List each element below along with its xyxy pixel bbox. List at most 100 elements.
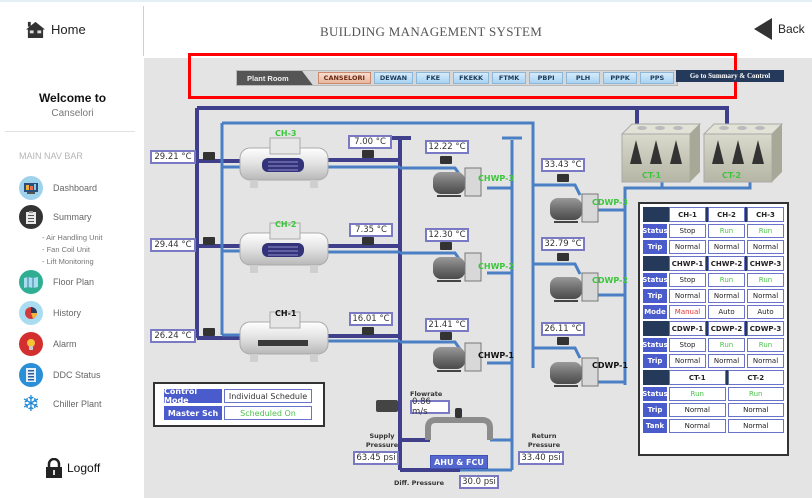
sidebar-item-label: History	[53, 308, 82, 318]
status-cell: Stop	[669, 224, 706, 238]
diff-pressure-value: 30.0 psi	[459, 475, 499, 489]
trip-cell: Normal	[747, 354, 784, 368]
top-header: Home BUILDING MANAGEMENT SYSTEM Back	[0, 0, 812, 58]
status-cell: Run	[708, 273, 745, 287]
sidebar-item-summary[interactable]: Summary	[19, 205, 92, 229]
cdwp2-temp: 32.79 °C	[541, 237, 585, 251]
back-label: Back	[778, 22, 805, 36]
sidebar-item-history[interactable]: History	[19, 301, 81, 325]
server-icon	[19, 363, 43, 387]
sidebar-item-alarm[interactable]: Alarm	[19, 332, 77, 356]
table-row: Trip Normal Normal	[643, 403, 784, 417]
status-cell: Stop	[669, 273, 706, 287]
row-key: Mode	[643, 305, 667, 319]
supply-pressure-label: Supply Pressure	[365, 432, 399, 449]
table-row: Trip Normal Normal Normal	[643, 354, 784, 368]
table-row: Status Run Run	[642, 387, 784, 401]
cdwp1-label: CDWP-1	[592, 361, 628, 370]
trip-cell: Normal	[669, 289, 706, 303]
chiller-ch2-label: CH-2	[275, 220, 297, 229]
nav-section-title: MAIN NAV BAR	[19, 151, 83, 161]
subitem-lift-monitoring[interactable]: - Lift Monitoring	[42, 257, 94, 266]
ch2-outlet-temp: 7.35 °C	[349, 223, 393, 237]
status-cell: Run	[669, 387, 726, 401]
logoff-button[interactable]: Logoff	[45, 458, 100, 478]
chwp3-temp: 12.22 °C	[425, 140, 469, 154]
col-header: CT-1	[669, 370, 726, 385]
snowflake-icon: ❄	[21, 391, 41, 416]
control-mode-value[interactable]: Individual Schedule	[224, 389, 312, 403]
status-cell: Run	[747, 338, 784, 352]
sidebar-item-label: DDC Status	[53, 370, 101, 380]
col-header: CH-2	[708, 207, 745, 222]
sidebar-item-label: Alarm	[53, 339, 77, 349]
cdwp2-label: CDWP-2	[592, 276, 628, 285]
map-icon	[19, 270, 43, 294]
col-header: CH-3	[747, 207, 784, 222]
sidebar-item-chiller-plant[interactable]: ❄ Chiller Plant	[19, 392, 102, 416]
trip-cell: Normal	[747, 240, 784, 254]
col-header: CDWP-3	[747, 321, 784, 336]
row-key: Trip	[643, 403, 667, 417]
col-header: CT-2	[727, 370, 784, 385]
room-button-fke[interactable]: FKE	[416, 72, 451, 84]
trip-cell: Normal	[708, 354, 745, 368]
trip-cell: Normal	[669, 403, 726, 417]
mode-cell: Auto	[747, 305, 784, 319]
trip-cell: Normal	[747, 289, 784, 303]
status-cell: Stop	[669, 338, 706, 352]
room-button-canselori[interactable]: CANSELORI	[317, 72, 371, 84]
sidebar: Welcome to Canselori MAIN NAV BAR Dashbo…	[0, 58, 145, 498]
table-row: Status Stop Run Run	[642, 273, 784, 287]
status-cell: Run	[727, 387, 784, 401]
table-row: Trip Normal Normal Normal	[643, 240, 784, 254]
row-key: Tank	[643, 419, 667, 433]
pie-chart-icon	[19, 301, 43, 325]
ch2-inlet-temp: 29.44 °C	[150, 238, 196, 252]
room-button-dewan[interactable]: DEWAN	[373, 72, 414, 84]
logoff-label: Logoff	[67, 461, 101, 475]
bulb-icon	[19, 332, 43, 356]
ct2-label: CT-2	[722, 171, 742, 180]
sidebar-item-dashboard[interactable]: Dashboard	[19, 176, 97, 200]
ch1-outlet-temp: 16.01 °C	[349, 312, 393, 326]
site-name: Canselori	[51, 108, 94, 119]
chiller-ch3-label: CH-3	[275, 129, 297, 138]
room-button-pbpi[interactable]: PBPI	[529, 72, 564, 84]
control-mode-label: Control Mode	[164, 387, 222, 405]
welcome-heading: Welcome to	[38, 91, 107, 105]
room-button-ftmk[interactable]: FTMK	[492, 72, 527, 84]
room-button-pppk[interactable]: PPPK	[603, 72, 638, 84]
ch3-inlet-temp: 29.21 °C	[150, 150, 196, 164]
room-button-fkekk[interactable]: FKEKK	[453, 72, 490, 84]
ct-header-row: CT-1 CT-2	[643, 370, 784, 385]
chiller-ch1-label: CH-1	[275, 309, 297, 318]
ct1-label: CT-1	[642, 171, 662, 180]
chiller-header-row: CH-1 CH-2 CH-3	[643, 207, 784, 222]
cdwp3-temp: 33.43 °C	[541, 158, 585, 172]
room-button-plh[interactable]: PLH	[566, 72, 601, 84]
goto-summary-control-button[interactable]: Go to Summary & Control	[676, 70, 784, 82]
col-header: CH-1	[669, 207, 706, 222]
sidebar-item-ddc-status[interactable]: DDC Status	[19, 363, 101, 387]
flowrate-value: 0.86 m/s	[410, 397, 450, 417]
plant-room-selector: Plant Room CANSELORI DEWAN FKE FKEKK FTM…	[236, 70, 679, 86]
room-button-pps[interactable]: PPS	[640, 72, 675, 84]
cdwp3-label: CDWP-3	[592, 198, 628, 207]
status-cell: Run	[708, 224, 745, 238]
plant-room-label: Plant Room	[237, 71, 313, 85]
master-schedule-value[interactable]: Scheduled On	[224, 406, 312, 420]
subitem-fan-coil-unit[interactable]: - Fan Coil Unit	[42, 245, 90, 254]
dashboard-icon	[19, 176, 43, 200]
ch3-outlet-temp: 7.00 °C	[348, 135, 392, 149]
tank-cell: Normal	[727, 419, 784, 433]
col-header: CHWP-3	[747, 256, 784, 271]
cdwp1-temp: 26.11 °C	[541, 322, 585, 336]
row-key: Status	[642, 387, 668, 401]
home-button[interactable]: Home	[26, 20, 86, 39]
table-row: Status Stop Run Run	[642, 224, 784, 238]
subitem-air-handling-unit[interactable]: - Air Handling Unit	[42, 233, 103, 242]
row-key: Trip	[643, 240, 667, 254]
sidebar-item-floor-plan[interactable]: Floor Plan	[19, 270, 94, 294]
back-button[interactable]: Back	[754, 18, 805, 40]
